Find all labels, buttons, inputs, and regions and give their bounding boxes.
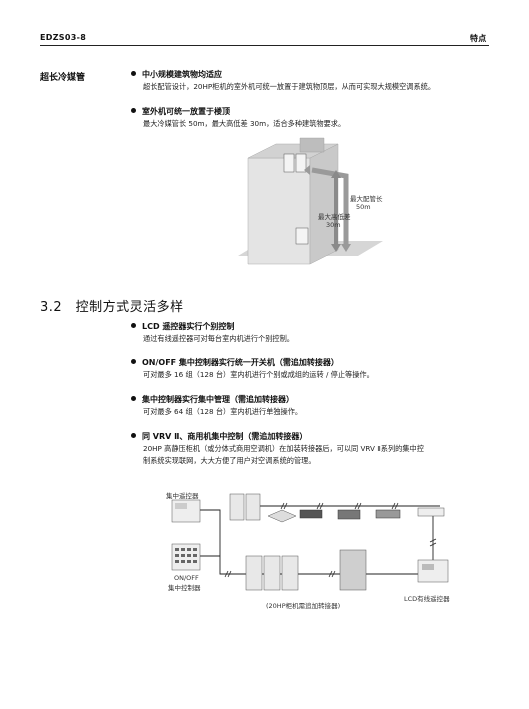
onoff-label-2: 集中控制器 [168,584,201,592]
remote-screen [175,503,187,509]
outdoor-unit [283,153,295,173]
bullet-desc: 可对最多 16 组（128 台）室内机进行个别或成组的运转 / 停止等操作。 [143,369,374,381]
building-diagram [238,137,383,265]
wire-break-marks [224,502,437,578]
height-diff-label: 最大高低差 [318,213,351,221]
building-front [247,157,311,265]
cabinet-note: (20HP柜机需追加转接器) [266,602,341,610]
bullet-desc: 超长配管设计，20HP柜机的室外机可统一放置于建筑物顶层，从而可实现大规模空调系… [143,81,435,93]
bullet-title: 同 VRV Ⅱ、商用机集中控制（需追加转接器） [142,432,308,441]
desc-line: 超长配管设计，20HP柜机的室外机可统一放置于建筑物顶层，从而可实现大规模空调系… [143,82,436,91]
bullet-3: LCD 遥控器实行个别控制 [131,321,234,332]
pipe-length-value: 50m [356,203,371,211]
outdoor-unit [295,153,307,173]
height-diff-value: 30m [326,221,341,229]
bullet-dot-icon [131,396,136,401]
bullet-dot-icon [131,433,136,438]
side-label: 超长冷媒管 [40,73,86,83]
wall-unit [417,507,445,517]
bullet-title: 中小规模建筑物均适应 [142,70,222,79]
arrow-head-icon [304,165,310,175]
bullet-desc: 最大冷媒管长 50m，最大高低差 30m，适合多种建筑物要求。 [143,118,345,130]
cabinet-outdoor-unit [281,555,299,591]
pipe-length-label: 最大配管长 [350,195,383,203]
high-static-cabinet [339,549,367,591]
bullet-dot-icon [131,359,136,364]
pipe-length-arrow [311,167,349,244]
section-title: 3.2 控制方式灵活多样 [40,300,184,315]
arrow-head-icon [331,170,341,178]
bullet-title: LCD 遥控器实行个别控制 [142,322,235,331]
header-divider [40,45,489,46]
onoff-button-grid [175,548,197,563]
cabinet-outdoor-unit [263,555,281,591]
section-tag: 特点 [470,34,487,43]
bullet-4: ON/OFF 集中控制器实行统一开关机（需追加转接器） [131,357,339,368]
roof-box [299,137,325,153]
bullet-title: ON/OFF 集中控制器实行统一开关机（需追加转接器） [142,358,339,367]
cabinet-outdoor-unit [245,555,263,591]
desc-line: 最大冷媒管长 50m，最大高低差 30m，适合多种建筑物要求。 [143,119,346,128]
bullet-dot-icon [131,71,136,76]
control-network-diagram [171,493,449,591]
onoff-label-1: ON/OFF [174,574,199,582]
desc-line: 可对最多 16 组（128 台）室内机进行个别或成组的运转 / 停止等操作。 [143,370,374,379]
outdoor-unit [245,493,261,521]
bullet-dot-icon [131,108,136,113]
wire [200,509,240,575]
lcd-remote-unit [417,559,449,583]
bullet-desc: 可对最多 64 组（128 台）室内机进行单独操作。 [143,406,302,418]
floor-ceiling-unit [375,509,401,519]
bullet-desc: 通过有线遥控器可对每台室内机进行个别控制。 [143,333,294,345]
bullet-title: 集中控制器实行集中管理（需追加转接器） [142,395,294,404]
arrow-head-icon [331,244,341,252]
bullet-6: 同 VRV Ⅱ、商用机集中控制（需追加转接器） [131,431,307,442]
duct-unit [337,509,361,520]
cassette-unit [267,509,297,523]
lcd-screen [422,564,434,570]
bullet-5: 集中控制器实行集中管理（需追加转接器） [131,394,294,405]
bullet-2: 室外机可统一放置于楼顶 [131,106,230,117]
bullet-desc: 20HP 高静压柜机（或分体式商用空调机）在加装转接器后，可以同 VRV Ⅱ系列… [143,443,424,467]
outdoor-unit [229,493,245,521]
indoor-unit [295,227,309,245]
duct-unit [299,509,323,519]
central-remote-label: 集中遥控器 [166,492,199,500]
bullet-title: 室外机可统一放置于楼顶 [142,107,230,116]
lcd-remote-label: LCD有线遥控器 [404,595,450,603]
bullet-dot-icon [131,323,136,328]
arrow-head-icon [341,244,351,252]
desc-line: 制系统实现联网，大大方便了用户对空调系统的管理。 [143,456,316,465]
bullet-1: 中小规模建筑物均适应 [131,69,222,80]
doc-code: EDZS03-8 [40,33,87,42]
desc-line: 可对最多 64 组（128 台）室内机进行单独操作。 [143,407,303,416]
desc-line: 20HP 高静压柜机（或分体式商用空调机）在加装转接器后，可以同 VRV Ⅱ系列… [143,444,424,453]
desc-line: 通过有线遥控器可对每台室内机进行个别控制。 [143,334,294,343]
